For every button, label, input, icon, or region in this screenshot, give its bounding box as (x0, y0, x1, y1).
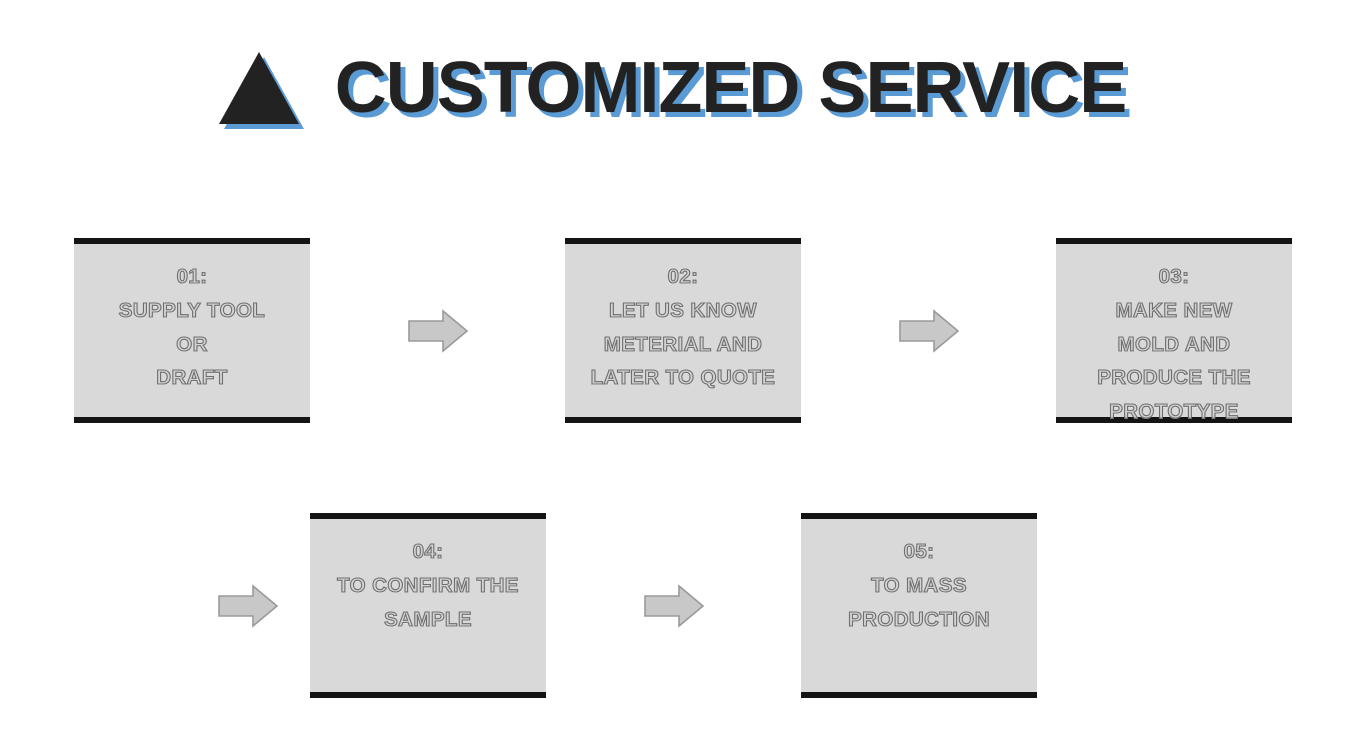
step-label-04: 04: TO CONFIRM THE SAMPLE (337, 539, 519, 631)
step-label-02: 02: LET US KNOW METERIAL AND LATER TO QU… (590, 264, 776, 390)
step-box-02[interactable]: 02: LET US KNOW METERIAL AND LATER TO QU… (565, 238, 801, 423)
page-title: CUSTOMIZED SERVICE (334, 48, 1127, 128)
flow-row-1: 01: SUPPLY TOOL OR DRAFT 02: LET US KNOW… (74, 238, 1292, 424)
step-box-03[interactable]: 03: MAKE NEW MOLD AND PRODUCE THE PROTOT… (1056, 238, 1292, 424)
arrow-gap-02-03 (801, 238, 1056, 423)
arrow-gap-01-02 (310, 238, 565, 423)
step-label-03: 03: MAKE NEW MOLD AND PRODUCE THE PROTOT… (1097, 264, 1251, 424)
arrow-right-icon (643, 583, 704, 628)
step-box-01[interactable]: 01: SUPPLY TOOL OR DRAFT (74, 238, 310, 423)
arrow-right-icon (898, 308, 959, 353)
step-box-05[interactable]: 05: TO MASS PRODUCTION (801, 513, 1037, 698)
triangle-icon (218, 52, 304, 129)
step-label-01: 01: SUPPLY TOOL OR DRAFT (118, 264, 266, 390)
arrow-gap-04-05 (546, 513, 801, 698)
step-box-04[interactable]: 04: TO CONFIRM THE SAMPLE (310, 513, 546, 698)
arrow-right-icon (407, 308, 468, 353)
arrow-right-icon (218, 583, 279, 628)
flow-row-2: 04: TO CONFIRM THE SAMPLE 05: TO MASS PR… (186, 513, 1037, 698)
arrow-gap-03-04 (186, 513, 310, 698)
step-label-05: 05: TO MASS PRODUCTION (848, 539, 991, 631)
triangle-icon-shape (218, 52, 299, 124)
page-header: CUSTOMIZED SERVICE (0, 48, 1345, 129)
